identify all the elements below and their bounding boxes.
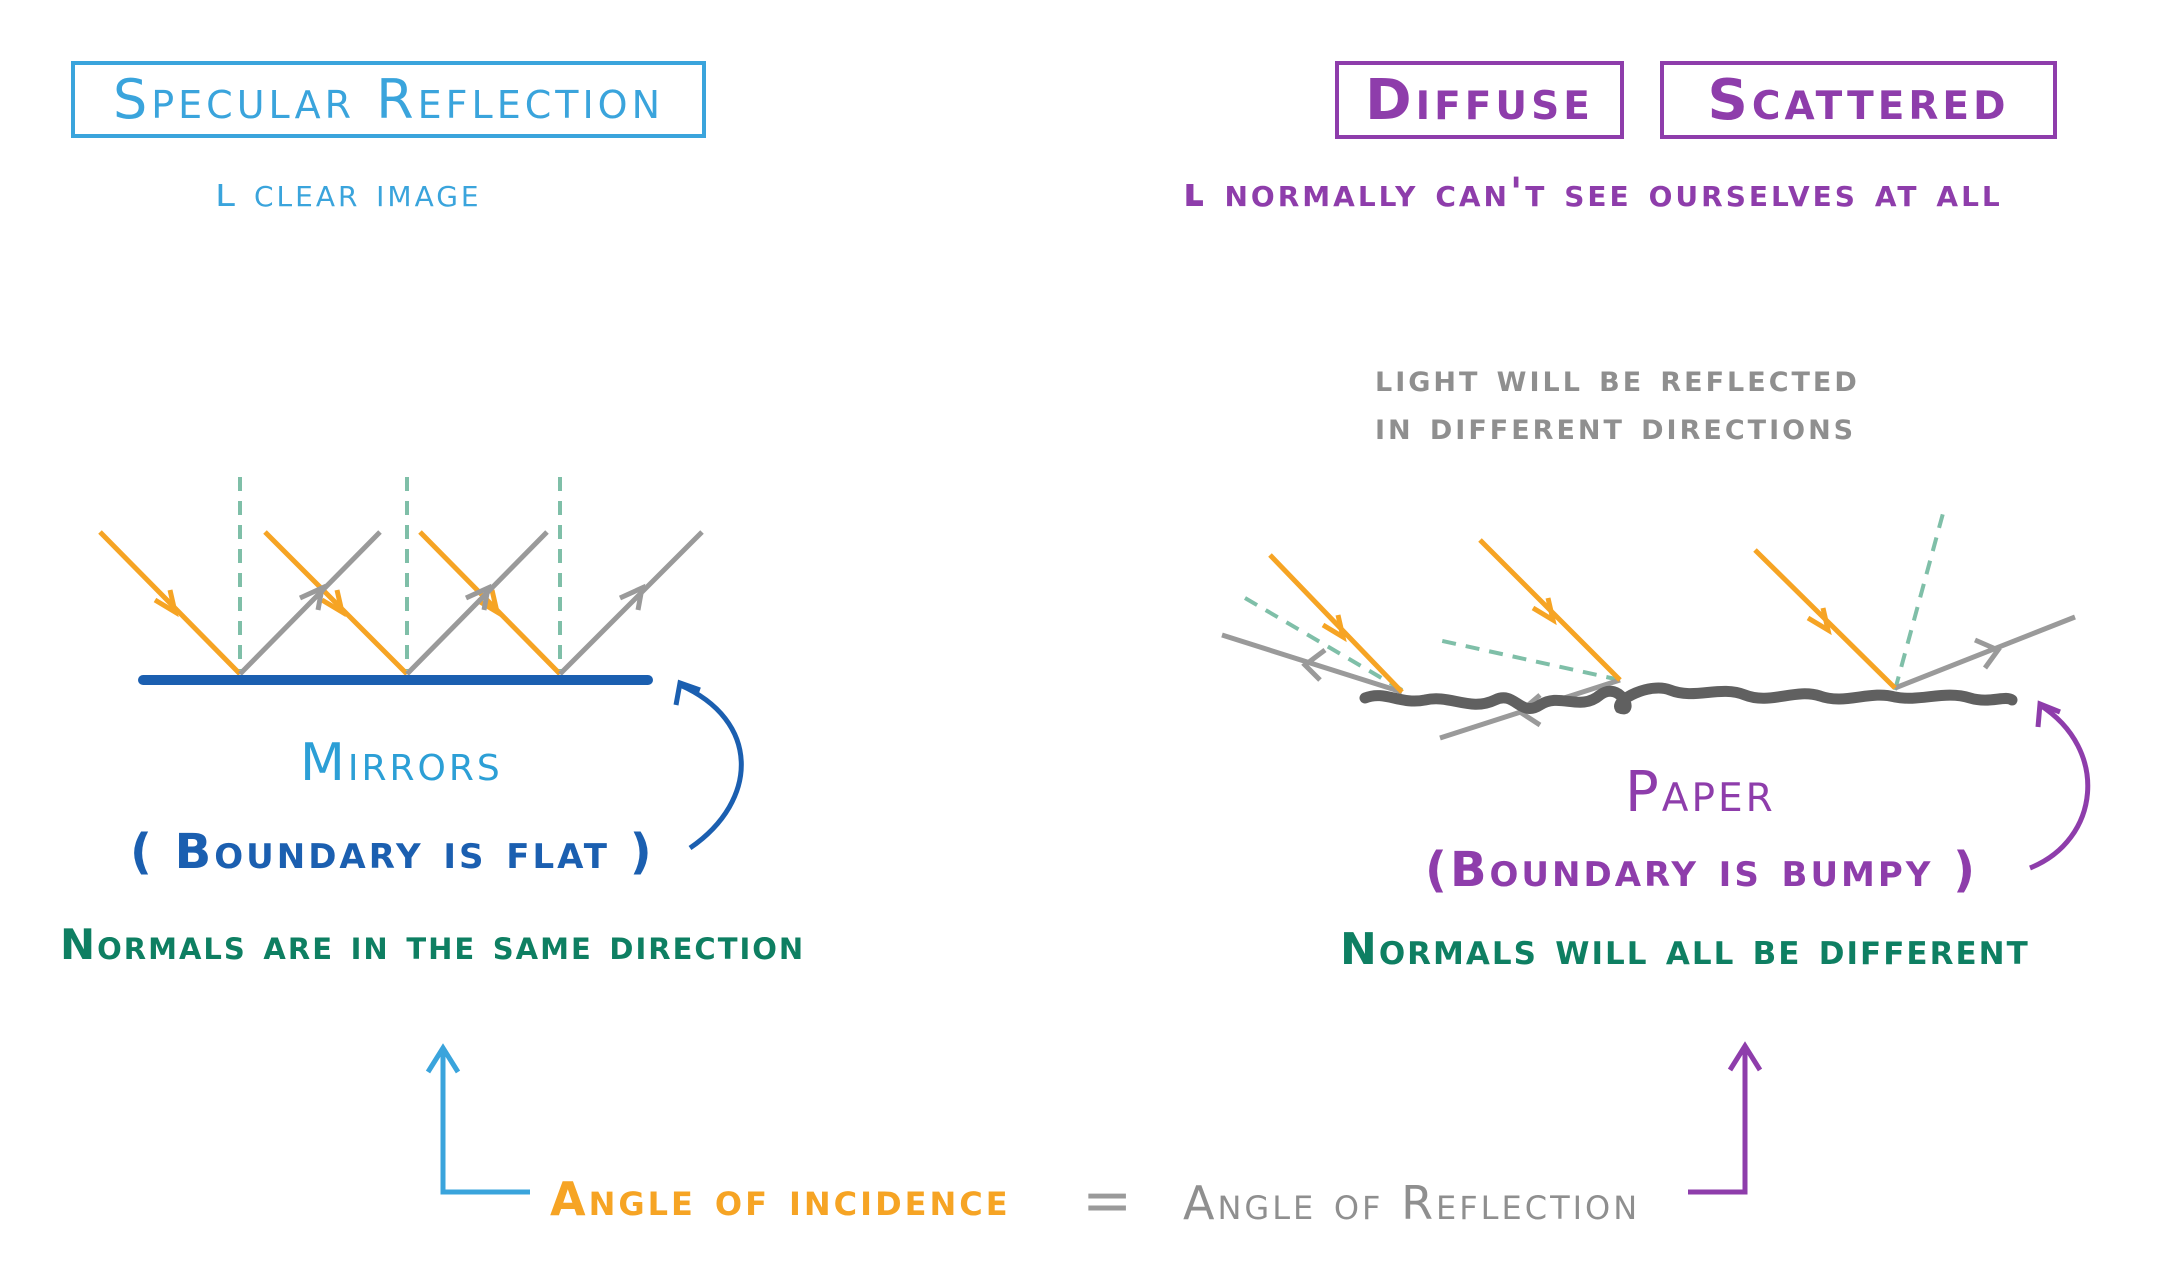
mirrors-label: Mirrors [300,733,503,793]
reflected-ray [238,530,382,676]
normal-line [1893,505,1947,691]
reflection-connector [1688,1041,1763,1195]
incident-ray [418,530,562,676]
incident-ray-arrow [153,589,179,618]
reflected-ray-arrow [618,583,646,611]
reflected-ray [1894,614,2076,691]
clear-image-note: ʟ clear image [215,170,482,216]
normals-same-direction-label: Normals are in the same direction [60,920,806,969]
paper-curved-arrow [2029,702,2091,871]
paper-label: Paper [1625,760,1776,825]
reflected-ray-arrow [464,583,492,611]
diffuse-incident-rays [1268,538,1897,694]
angle-of-incidence-label: Angle of incidence [550,1172,1011,1226]
incident-ray-arrow [1321,614,1347,643]
diffuse-normals [1243,505,1947,692]
paper-surface [1359,682,2018,715]
mirror-curved-arrow-head [673,679,701,706]
boundary-bumpy-label: (Boundary is bumpy ) [1425,842,1979,898]
incident-ray-arrow [1806,607,1832,636]
incident-ray-arrow [320,589,346,618]
diffuse-title: Diffuse [1335,61,1624,139]
specular-normals [238,477,562,670]
normal-line [1437,638,1621,682]
specular-incident-rays [98,530,562,676]
incident-ray [263,530,409,676]
reflected-ray [1221,632,1403,695]
incidence-connector [425,1043,530,1195]
diffuse-reflected-rays [1221,614,2076,741]
cant-see-ourselves-note: ʟ normally can't see ourselves at all [1183,170,2003,216]
reflected-ray-arrow [1301,648,1327,682]
equals-sign: = [1082,1166,1136,1236]
specular-reflected-rays [238,530,704,676]
incident-ray-arrow [1531,597,1557,626]
reflected-ray [558,530,704,676]
reflected-ray [405,530,549,676]
scattered-title: Scattered [1660,61,2057,139]
specular-reflection-title: Specular Reflection [71,61,706,138]
mirror-curved-arrow [678,682,744,851]
light-reflected-note-line-1: light will be reflected [1375,356,1860,400]
boundary-flat-label: ( Boundary is flat ) [130,824,655,880]
reflected-ray-arrow [298,583,326,611]
angle-of-reflection-label: Angle of Reflection [1183,1176,1641,1230]
paper-curved-arrow-head [2035,700,2061,728]
incident-ray [98,530,242,676]
reflected-ray-arrow [1974,637,2002,670]
light-reflected-note-line-2: in different directions [1375,404,1857,448]
incident-ray [1268,553,1404,694]
reflected-ray-arrow [1515,693,1542,728]
normal-line [1243,596,1404,692]
normals-different-label: Normals will all be different [1340,924,2030,975]
